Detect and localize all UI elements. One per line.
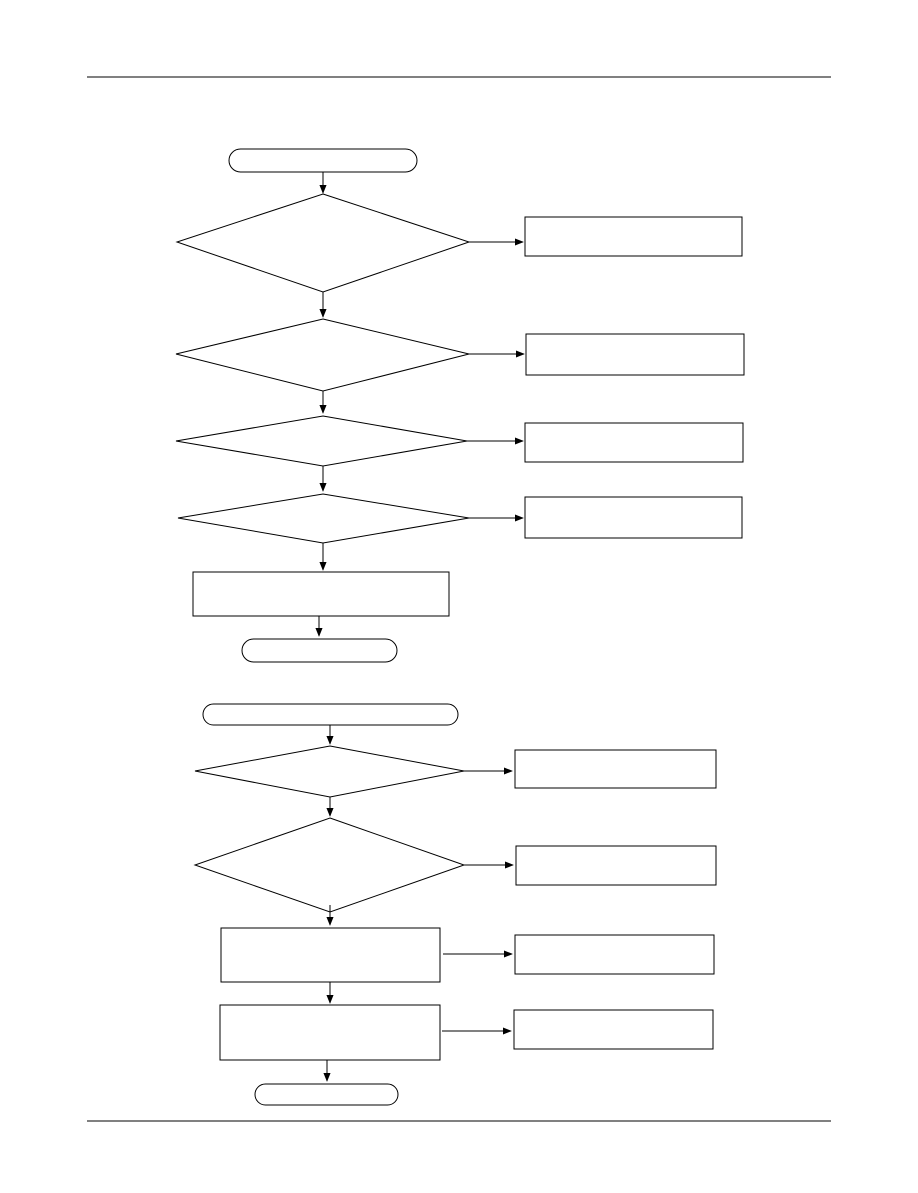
fc1-end-terminator	[241, 638, 398, 663]
flowchart-2	[193, 703, 717, 1106]
fc1-decision-4	[177, 493, 470, 544]
fc1-outcome-box-3	[524, 422, 744, 463]
fc2-outcome-box-2	[515, 845, 717, 886]
fc1-decision-3	[175, 415, 468, 467]
fc1-decision-2	[175, 318, 470, 392]
fc2-decision-1	[194, 745, 465, 798]
fc2-process-box-1	[220, 927, 441, 983]
fc1-outcome-box-1	[524, 216, 743, 257]
fc1-decision-1	[175, 193, 471, 293]
fc1-start-terminator	[228, 148, 418, 173]
fc1-process-box	[192, 571, 450, 617]
fc2-outcome-box-4	[513, 1009, 714, 1050]
fc2-start-terminator	[202, 703, 459, 726]
fc1-outcome-box-4	[524, 496, 743, 539]
fc2-end-terminator	[254, 1083, 399, 1106]
fc1-outcome-box-2	[525, 333, 745, 376]
fc2-outcome-box-3	[514, 934, 715, 975]
flowchart-1	[175, 148, 745, 663]
fc2-outcome-box-1	[514, 749, 717, 789]
fc2-process-box-2	[219, 1004, 441, 1061]
fc2-decision-2	[193, 817, 466, 913]
